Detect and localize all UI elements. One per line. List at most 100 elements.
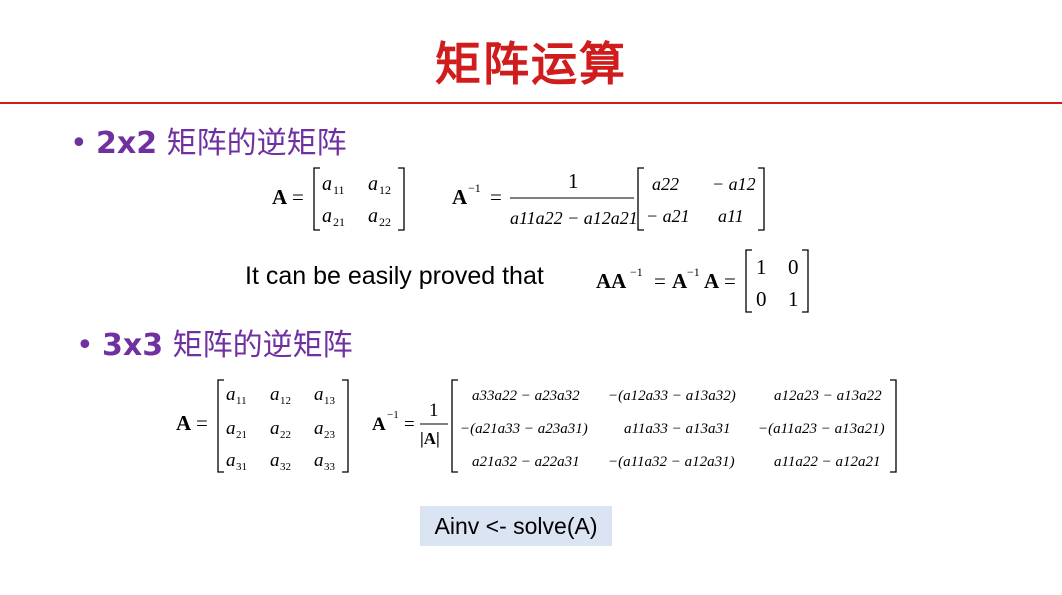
- denominator: a11a22 − a12a21: [510, 208, 638, 228]
- right-bracket: [802, 249, 809, 313]
- numerator: 1: [568, 169, 579, 193]
- svg-text:a: a: [226, 384, 236, 405]
- svg-text:a: a: [322, 173, 332, 195]
- matrix-cell: a12a23 − a13a22: [774, 388, 882, 404]
- slide-title: 矩阵运算: [435, 37, 627, 91]
- identity-equation: AA −1 = A −1 A = 1 0 0 1: [596, 249, 809, 313]
- equals-sign: =: [490, 185, 502, 209]
- inverse-label: A: [452, 185, 468, 209]
- bullet-bold: 2x2: [96, 126, 158, 161]
- svg-text:12: 12: [280, 395, 291, 407]
- right-bracket: [398, 167, 405, 231]
- matrix-cell: −(a11a32 − a12a31): [608, 454, 735, 470]
- a-label: A: [704, 269, 720, 293]
- a-label: A: [672, 269, 688, 293]
- bullet-3x3: •3x3 矩阵的逆矩阵: [76, 320, 353, 364]
- matrix-cell: 1: [788, 287, 799, 311]
- matrix-a-label: A: [272, 185, 288, 209]
- svg-text:21: 21: [333, 215, 345, 229]
- svg-text:11: 11: [236, 395, 247, 407]
- matrix-cell: − a12: [712, 174, 756, 194]
- svg-text:23: 23: [324, 429, 336, 441]
- left-bracket: [637, 167, 644, 231]
- inverse-formula-3x3: A −1 = 1 |A| a33a22 − a23a32 −(a12a33 − …: [372, 379, 897, 473]
- right-bracket: [758, 167, 765, 231]
- svg-text:13: 13: [324, 395, 336, 407]
- inverse-exponent: −1: [687, 265, 700, 279]
- svg-text:a: a: [314, 384, 324, 405]
- left-bracket: [313, 167, 320, 231]
- left-bracket: [217, 379, 224, 473]
- svg-text:a: a: [314, 450, 324, 471]
- equals-sign: =: [292, 185, 304, 209]
- svg-text:a: a: [226, 418, 236, 439]
- left-bracket: [451, 379, 458, 473]
- svg-text:22: 22: [280, 429, 291, 441]
- inverse-label: A: [372, 414, 386, 435]
- matrix-cell: 1: [756, 255, 767, 279]
- numerator: 1: [429, 400, 439, 421]
- inverse-exponent: −1: [387, 409, 399, 421]
- matrix-cell: −(a11a23 − a13a21): [758, 421, 885, 437]
- bullet-dot: •: [70, 126, 88, 161]
- equals-sign: =: [404, 414, 415, 435]
- svg-text:31: 31: [236, 461, 247, 473]
- matrix-cell: a21a32 − a22a31: [472, 454, 580, 470]
- matrix-cell: a11a33 − a13a31: [624, 421, 731, 437]
- bullet-bold: 3x3: [102, 328, 164, 363]
- right-bracket: [890, 379, 897, 473]
- svg-text:22: 22: [379, 215, 391, 229]
- svg-text:32: 32: [280, 461, 291, 473]
- svg-text:a: a: [314, 418, 324, 439]
- bullet-2x2: •2x2 矩阵的逆矩阵: [70, 118, 347, 162]
- right-bracket: [342, 379, 349, 473]
- bullet-text: 矩阵的逆矩阵: [157, 126, 347, 161]
- proved-statement: It can be easily proved that: [245, 262, 544, 290]
- equals-sign: =: [724, 269, 736, 293]
- matrix-cell: −(a12a33 − a13a32): [608, 388, 736, 404]
- matrix-cell: a11: [718, 206, 744, 226]
- inverse-exponent: −1: [468, 181, 481, 195]
- determinant: |A|: [420, 429, 440, 448]
- svg-text:12: 12: [379, 183, 391, 197]
- matrix-cell: a22: [652, 174, 679, 194]
- left-bracket: [745, 249, 752, 313]
- matrix-cell: a33a22 − a23a32: [472, 388, 580, 404]
- matrix-cell: 0: [756, 287, 767, 311]
- svg-text:a: a: [270, 384, 280, 405]
- matrix-a-label: A: [176, 411, 192, 435]
- equals-sign: =: [196, 411, 208, 435]
- svg-text:11: 11: [333, 183, 345, 197]
- title-divider: [0, 102, 1062, 104]
- matrix-cell: − a21: [646, 206, 690, 226]
- inverse-exponent: −1: [630, 265, 643, 279]
- svg-text:a: a: [270, 450, 280, 471]
- matrix-cell: 0: [788, 255, 799, 279]
- bullet-text: 矩阵的逆矩阵: [163, 328, 353, 363]
- svg-text:a: a: [226, 450, 236, 471]
- svg-text:a: a: [322, 205, 332, 227]
- svg-text:21: 21: [236, 429, 247, 441]
- bullet-dot: •: [76, 328, 94, 363]
- matrix-cell: a11a22 − a12a21: [774, 454, 881, 470]
- svg-text:a: a: [270, 418, 280, 439]
- svg-text:a: a: [368, 173, 378, 195]
- matrix-cell: −(a21a33 − a23a31): [460, 421, 588, 437]
- aa-inverse-label: AA: [596, 269, 627, 293]
- code-snippet: Ainv <- solve(A): [420, 506, 612, 546]
